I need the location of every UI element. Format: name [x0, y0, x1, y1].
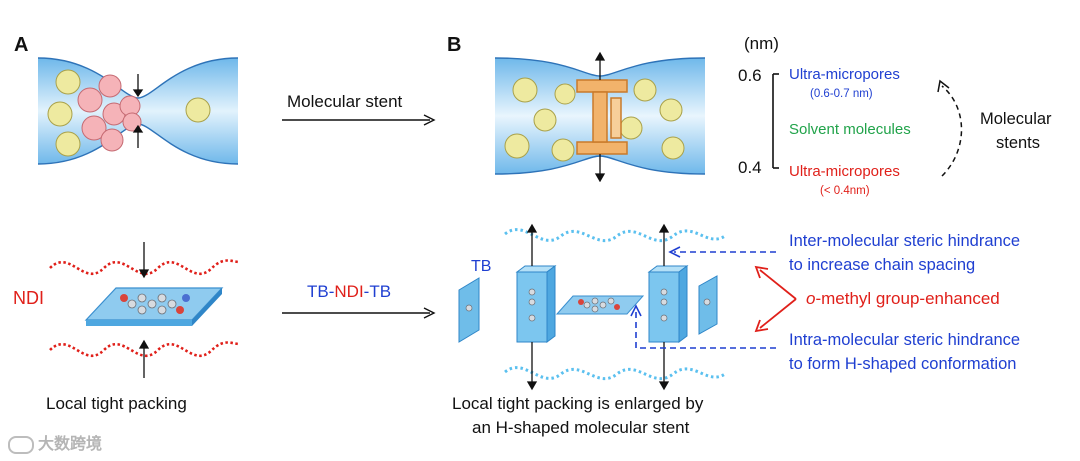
o-methyl-prefix: o: [806, 289, 816, 308]
tb-ndi-tb-part-3: -TB: [363, 282, 392, 301]
molecular-stent-arrow-label: Molecular stent: [287, 92, 403, 111]
red-fork-arrows-icon: [754, 265, 797, 333]
watermark-text: 大数跨境: [38, 436, 103, 453]
local-tight-packing-caption: Local tight packing: [46, 394, 187, 413]
panel-label-b: B: [447, 34, 462, 56]
intra-molecular-line-1: Intra-molecular steric hindrance: [789, 331, 1021, 349]
channel-stent-illustration: [495, 51, 705, 182]
arrow-right-icon-2: [282, 307, 436, 319]
solvent-molecules: [504, 77, 685, 162]
tb-ndi-tb-arrow-label: TB-NDI-TB: [307, 282, 391, 302]
ultra-micropores-large-range: (0.6-0.7 nm): [810, 88, 873, 100]
enlarged-caption-line-1: Local tight packing is enlarged by: [452, 394, 704, 413]
inter-molecular-line-2: to increase chain spacing: [789, 256, 976, 274]
inter-molecular-line-1: Inter-molecular steric hindrance: [789, 232, 1021, 250]
ultra-micropores-small-range: (< 0.4nm): [820, 185, 870, 197]
h-shaped-stent: [576, 79, 628, 155]
scale-top-value: 0.6: [738, 66, 762, 85]
ndi-plane: [84, 287, 224, 326]
molecular-stents-label-1: Molecular: [980, 110, 1052, 128]
ndi-packing-illustration: [49, 242, 241, 378]
molecular-stents-label-2: stents: [996, 134, 1041, 152]
ultra-micropores-small-label: Ultra-micropores: [789, 163, 900, 180]
tb-ndi-tb-part-1: TB-: [307, 282, 335, 301]
channel-narrow-illustration: [38, 57, 238, 165]
tb-pillar-left: [515, 265, 557, 343]
scale-bottom-value: 0.4: [738, 158, 762, 177]
enlarged-caption-line-2: an H-shaped molecular stent: [472, 418, 690, 437]
ultra-micropores-large-label: Ultra-micropores: [789, 66, 900, 83]
panel-label-a: A: [14, 34, 29, 56]
watermark: 大数跨境: [8, 430, 102, 454]
arrow-right-icon: [282, 114, 436, 126]
scale-unit: (nm): [744, 34, 779, 53]
solvent-molecules-label: Solvent molecules: [789, 121, 911, 138]
dashed-leader-lines: [630, 246, 776, 349]
tb-ndi-tb-part-2: NDI: [334, 282, 364, 301]
h-shaped-stent-illustration: [458, 223, 726, 391]
curved-dashed-arrow-icon: [937, 79, 963, 177]
scale-bar: [772, 73, 779, 169]
crowded-molecules: [47, 69, 211, 157]
tb-pillar-right: [647, 265, 689, 343]
o-methyl-group-label: o-methyl group-enhanced: [806, 289, 1000, 309]
intra-molecular-line-2: to form H-shaped conformation: [789, 355, 1017, 373]
ndi-plane-center: [555, 295, 645, 315]
ndi-label: NDI: [13, 288, 44, 308]
tb-label: TB: [471, 258, 492, 275]
watermark-logo-icon: [8, 435, 34, 454]
o-methyl-rest: -methyl group-enhanced: [815, 289, 1000, 308]
